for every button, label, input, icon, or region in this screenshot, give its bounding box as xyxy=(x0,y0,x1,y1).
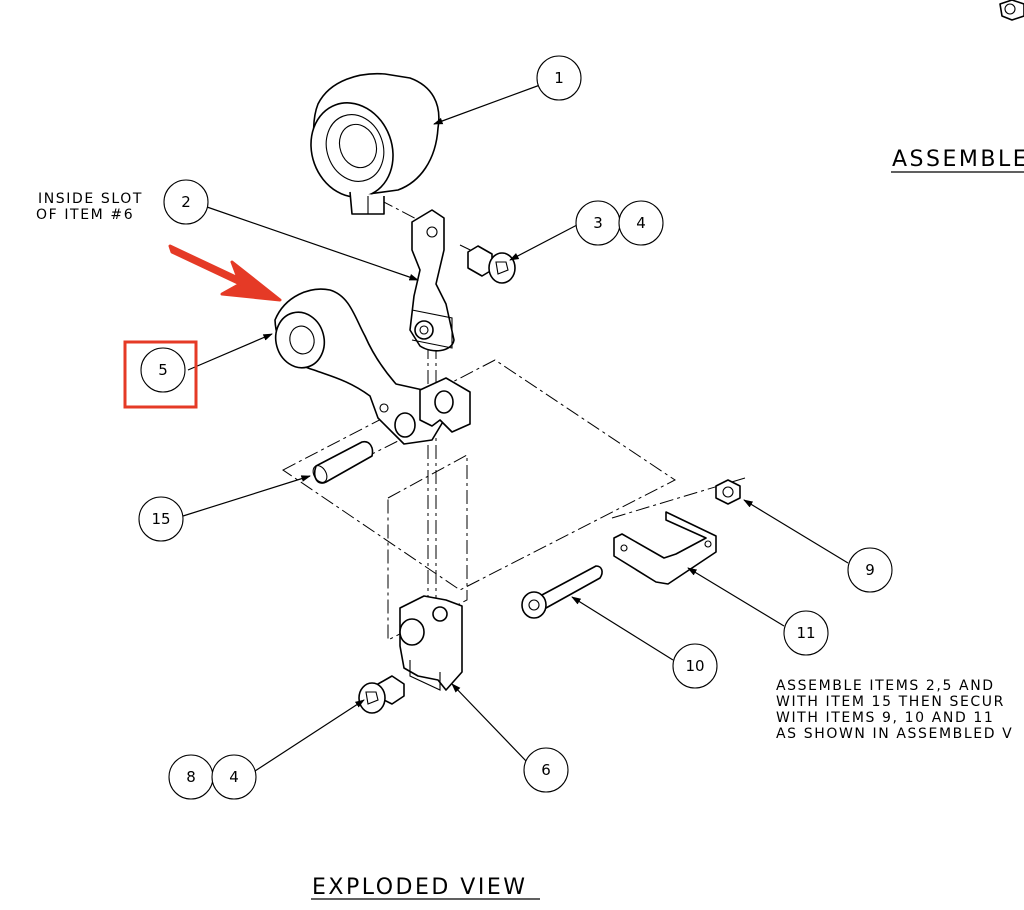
clevis-block xyxy=(411,309,471,433)
inside-slot-note-line-2: OF ITEM #6 xyxy=(36,207,134,223)
callout-label: 11 xyxy=(796,624,815,642)
callout-item-11: 11 xyxy=(783,610,829,656)
callout-item-6: 6 xyxy=(523,747,569,793)
callout-label: 8 xyxy=(186,768,196,786)
callout-label: 2 xyxy=(181,193,191,211)
assembled-nut-fragment xyxy=(999,0,1024,21)
callout-label: 15 xyxy=(151,510,170,528)
callout-label: 3 xyxy=(593,214,603,232)
callout-label: 6 xyxy=(541,761,551,779)
callout-item-8: 8 xyxy=(168,754,214,800)
callout-label: 4 xyxy=(636,214,646,232)
item-15-pin xyxy=(312,440,374,484)
callout-label: 9 xyxy=(865,561,875,579)
item-5-idler-arm xyxy=(274,288,445,445)
assembled-view-title: ASSEMBLE xyxy=(892,147,1024,172)
callout-item-9: 9 xyxy=(847,547,893,593)
item-11-u-bracket xyxy=(613,511,717,585)
highlight-box xyxy=(123,340,198,409)
item-9-nut xyxy=(715,479,741,505)
item-10-screw xyxy=(521,565,603,619)
item-6-bracket xyxy=(399,595,463,691)
highlight-arrow xyxy=(168,244,282,302)
callout-label: 10 xyxy=(685,657,704,675)
callout-label: 1 xyxy=(554,69,564,87)
callout-label: 4 xyxy=(229,768,239,786)
assembly-note-line-3: WITH ITEMS 9, 10 AND 11 xyxy=(776,710,994,726)
callout-item-4-bottom: 4 xyxy=(211,754,257,800)
callout-item-10: 10 xyxy=(672,643,718,689)
item-1-pulley xyxy=(310,72,440,215)
callout-item-15: 15 xyxy=(138,496,184,542)
callout-item-2: 2 xyxy=(163,179,209,225)
assembly-note-line-4: AS SHOWN IN ASSEMBLED V xyxy=(776,726,1013,742)
exploded-view-title: EXPLODED VIEW xyxy=(312,875,528,900)
leader-lines xyxy=(182,84,849,772)
assembly-note-line-2: WITH ITEM 15 THEN SECUR xyxy=(776,694,1005,710)
assembly-note-line-1: ASSEMBLE ITEMS 2,5 AND xyxy=(776,678,995,694)
item-3-screw xyxy=(467,245,516,284)
callout-item-4-top: 4 xyxy=(618,200,664,246)
item-2-link-arm xyxy=(409,209,455,352)
callout-item-3: 3 xyxy=(575,200,621,246)
item-8-screw xyxy=(358,675,405,714)
inside-slot-note-line-1: INSIDE SLOT xyxy=(38,191,143,207)
callout-item-1: 1 xyxy=(536,55,582,101)
callout-item-5: 5 xyxy=(140,347,186,393)
callout-label: 5 xyxy=(158,361,168,379)
